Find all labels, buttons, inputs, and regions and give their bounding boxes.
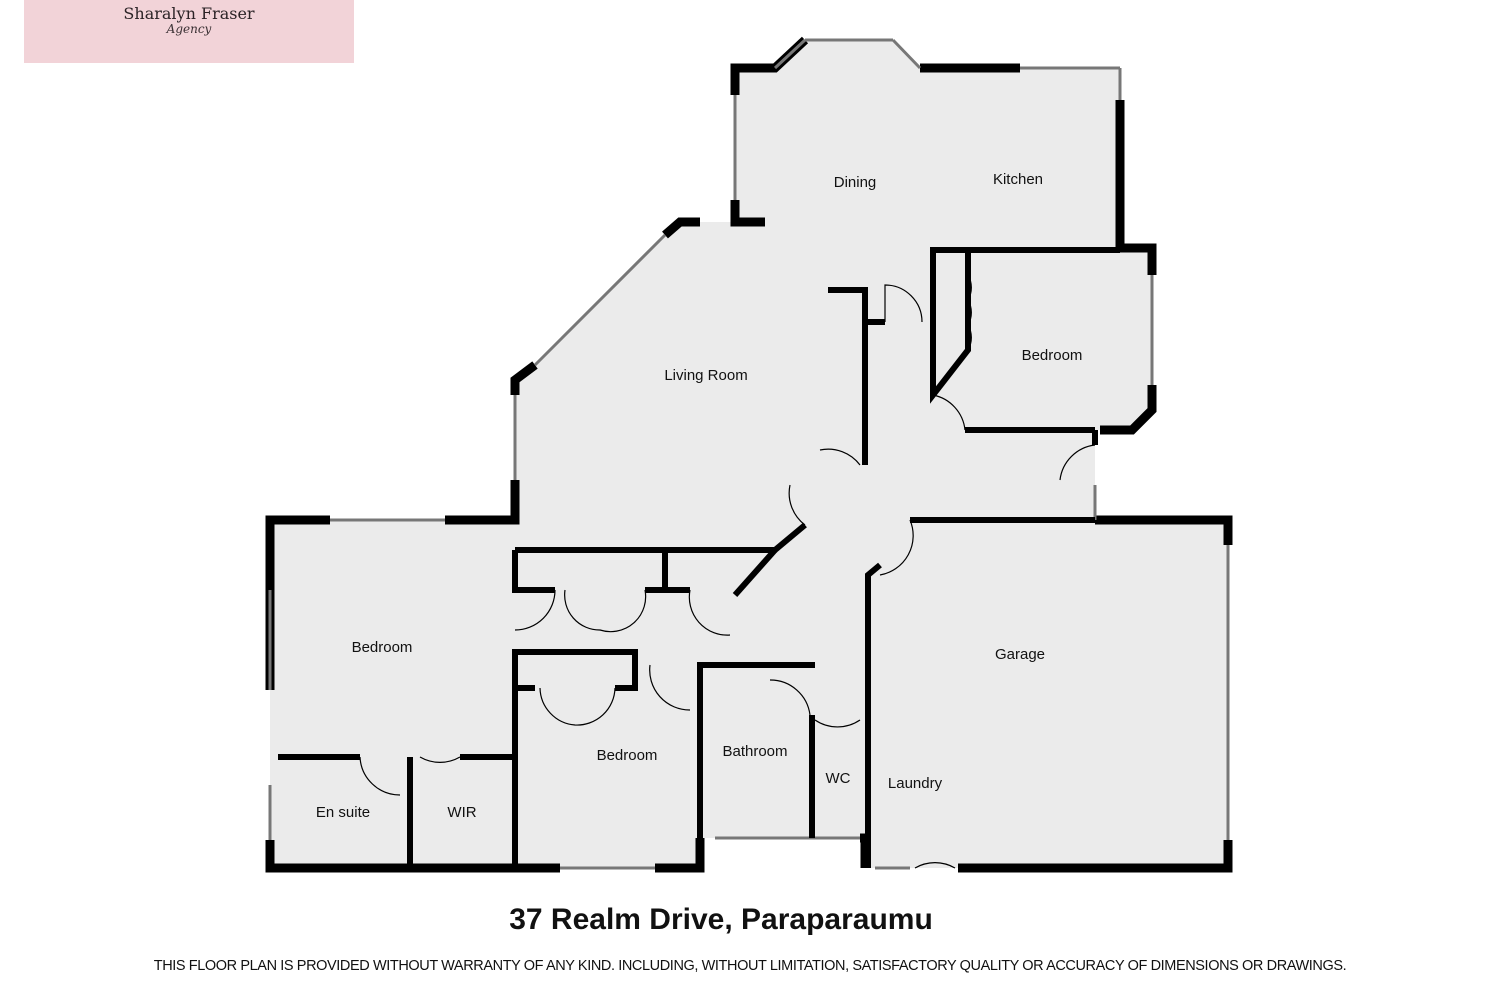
room-label-bedroom: Bedroom — [1022, 347, 1083, 364]
room-label-living-room: Living Room — [664, 367, 747, 384]
room-label-garage: Garage — [995, 646, 1045, 663]
room-label-laundry: Laundry — [888, 775, 943, 792]
logo-name: Sharalyn Fraser — [123, 4, 255, 23]
logo-subtitle: Agency — [166, 22, 212, 36]
room-label-bathroom: Bathroom — [722, 743, 787, 760]
room-label-en-suite: En suite — [316, 804, 370, 821]
property-address: 37 Realm Drive, Paraparaumu — [509, 903, 933, 936]
door-swings — [359, 274, 1096, 869]
room-label-wir: WIR — [447, 804, 476, 821]
room-label-bedroom: Bedroom — [597, 747, 658, 764]
room-label-wc: WC — [826, 770, 851, 787]
room-label-dining: Dining — [834, 174, 877, 191]
disclaimer: THIS FLOOR PLAN IS PROVIDED WITHOUT WARR… — [153, 958, 1347, 974]
room-label-kitchen: Kitchen — [993, 171, 1043, 188]
room-label-bedroom: Bedroom — [352, 639, 413, 656]
windows — [268, 38, 1230, 870]
agency-logo: Sharalyn Fraser Agency — [24, 0, 354, 63]
